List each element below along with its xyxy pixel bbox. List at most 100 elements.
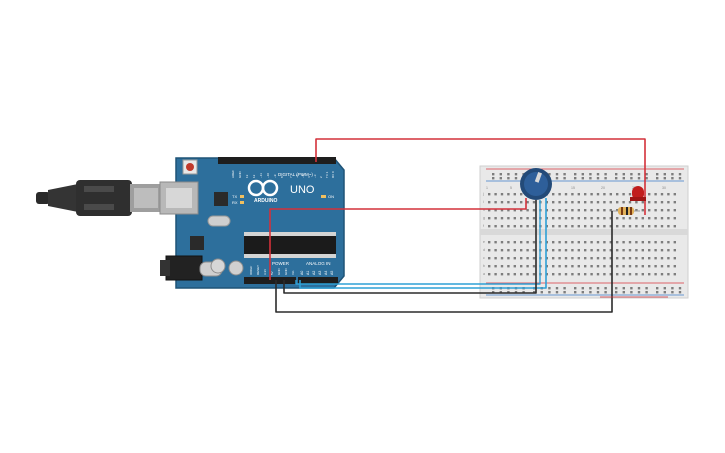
breadboard-hole[interactable] [654,257,657,260]
breadboard-hole[interactable] [564,249,568,252]
breadboard-hole[interactable] [654,273,657,276]
breadboard-hole[interactable] [564,209,568,212]
breadboard-hole[interactable] [577,249,580,252]
rail-hole[interactable] [604,287,607,290]
breadboard-hole[interactable] [526,217,529,220]
rail-hole[interactable] [555,177,559,180]
breadboard-hole[interactable] [500,241,504,244]
breadboard-hole[interactable] [520,201,523,204]
breadboard-hole[interactable] [552,241,555,244]
rail-hole[interactable] [581,287,584,290]
breadboard-hole[interactable] [616,209,619,212]
breadboard-hole[interactable] [641,257,644,260]
breadboard-hole[interactable] [635,201,638,204]
breadboard-hole[interactable] [532,273,536,276]
breadboard-hole[interactable] [577,217,580,220]
breadboard-hole[interactable] [590,217,593,220]
rail-hole[interactable] [671,177,674,180]
breadboard-hole[interactable] [520,257,523,260]
breadboard-hole[interactable] [520,249,523,252]
rail-hole[interactable] [622,173,625,176]
breadboard-hole[interactable] [564,257,568,260]
breadboard-hole[interactable] [609,257,612,260]
breadboard-hole[interactable] [641,201,644,204]
breadboard-hole[interactable] [641,241,644,244]
breadboard-hole[interactable] [584,273,587,276]
breadboard-hole[interactable] [590,249,593,252]
breadboard-hole[interactable] [667,249,670,252]
breadboard-hole[interactable] [609,273,612,276]
breadboard-hole[interactable] [526,209,529,212]
breadboard-hole[interactable] [616,265,619,268]
breadboard-hole[interactable] [628,265,632,268]
breadboard-hole[interactable] [622,201,625,204]
rail-hole[interactable] [563,177,566,180]
breadboard-hole[interactable] [660,225,664,228]
breadboard-hole[interactable] [616,257,619,260]
breadboard-hole[interactable] [609,209,612,212]
breadboard-hole[interactable] [622,249,625,252]
breadboard-hole[interactable] [577,193,580,196]
breadboard-hole[interactable] [532,201,536,204]
breadboard-hole[interactable] [660,193,664,196]
breadboard-hole[interactable] [654,217,657,220]
breadboard-hole[interactable] [654,249,657,252]
breadboard-hole[interactable] [564,273,568,276]
breadboard-hole[interactable] [584,265,587,268]
breadboard-hole[interactable] [654,201,657,204]
rail-hole[interactable] [645,291,648,294]
breadboard-hole[interactable] [603,217,606,220]
breadboard-hole[interactable] [596,217,600,220]
breadboard-hole[interactable] [609,249,612,252]
breadboard-hole[interactable] [603,265,606,268]
breadboard-hole[interactable] [571,265,574,268]
breadboard-hole[interactable] [667,225,670,228]
breadboard-hole[interactable] [520,265,523,268]
breadboard-hole[interactable] [641,217,644,220]
breadboard-hole[interactable] [564,201,568,204]
breadboard-hole[interactable] [648,273,651,276]
breadboard-hole[interactable] [622,265,625,268]
breadboard-hole[interactable] [494,265,497,268]
breadboard-hole[interactable] [584,257,587,260]
rail-hole[interactable] [596,173,600,176]
rail-hole[interactable] [604,177,607,180]
breadboard-hole[interactable] [488,273,491,276]
breadboard-hole[interactable] [596,265,600,268]
breadboard-hole[interactable] [584,193,587,196]
breadboard-hole[interactable] [596,193,600,196]
breadboard-hole[interactable] [552,265,555,268]
breadboard-hole[interactable] [628,241,632,244]
rail-hole[interactable] [514,177,518,180]
rail-hole[interactable] [589,287,592,290]
breadboard-hole[interactable] [500,273,504,276]
rail-hole[interactable] [604,173,607,176]
breadboard-hole[interactable] [494,225,497,228]
breadboard-hole[interactable] [609,201,612,204]
rail-hole[interactable] [581,173,584,176]
breadboard-hole[interactable] [654,241,657,244]
breadboard-hole[interactable] [660,257,664,260]
breadboard-hole[interactable] [673,201,676,204]
breadboard-hole[interactable] [532,241,536,244]
breadboard-hole[interactable] [616,249,619,252]
breadboard-hole[interactable] [667,193,670,196]
breadboard-hole[interactable] [603,193,606,196]
breadboard-hole[interactable] [532,225,536,228]
breadboard-hole[interactable] [596,225,600,228]
breadboard-hole[interactable] [488,265,491,268]
breadboard-hole[interactable] [513,265,516,268]
breadboard-hole[interactable] [494,249,497,252]
breadboard-hole[interactable] [596,257,600,260]
breadboard-hole[interactable] [488,225,491,228]
breadboard-hole[interactable] [494,241,497,244]
breadboard-hole[interactable] [507,249,510,252]
breadboard-hole[interactable] [635,225,638,228]
rail-hole[interactable] [563,291,566,294]
breadboard-hole[interactable] [648,241,651,244]
breadboard-hole[interactable] [558,209,561,212]
rail-hole[interactable] [574,177,577,180]
breadboard-hole[interactable] [654,265,657,268]
rail-hole[interactable] [615,173,618,176]
breadboard-hole[interactable] [577,201,580,204]
